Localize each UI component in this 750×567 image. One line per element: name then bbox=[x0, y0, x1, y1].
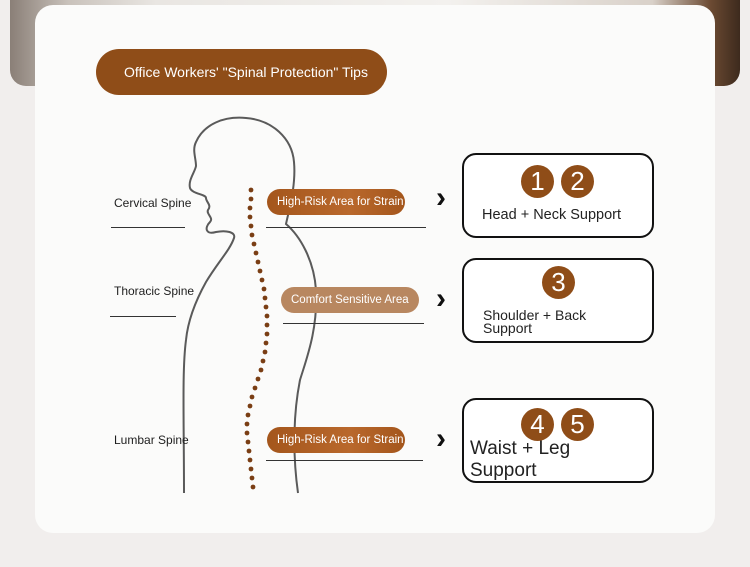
lumbar-area-pill: High-Risk Area for Strain bbox=[267, 427, 405, 453]
number-badge-1: 1 bbox=[521, 165, 554, 198]
waist-leg-support-text: Waist + Leg Support bbox=[470, 438, 571, 481]
lumbar-area-rule bbox=[266, 460, 423, 461]
chevron-right-icon: › bbox=[436, 282, 446, 315]
number-badge-4: 4 bbox=[521, 408, 554, 441]
lumbar-spine-label: Lumbar Spine bbox=[114, 433, 189, 447]
chevron-right-icon: › bbox=[436, 181, 446, 214]
head-neck-support-text: Head + Neck Support bbox=[482, 207, 622, 223]
cervical-area-pill: High-Risk Area for Strain bbox=[267, 189, 405, 215]
number-badge-2: 2 bbox=[561, 165, 594, 198]
page-title: Office Workers' "Spinal Protection" Tips bbox=[96, 49, 387, 95]
chevron-right-icon: › bbox=[436, 422, 446, 455]
head-neck-support-box bbox=[462, 153, 654, 238]
waist-leg-support-box bbox=[462, 398, 654, 483]
number-badge-5: 5 bbox=[561, 408, 594, 441]
shoulder-back-support-text: Shoulder + Back Support bbox=[483, 307, 587, 336]
thoracic-area-pill: Comfort Sensitive Area bbox=[281, 287, 419, 313]
cervical-label-rule bbox=[111, 227, 185, 228]
thoracic-label-rule bbox=[110, 316, 176, 317]
number-badge-3: 3 bbox=[542, 266, 575, 299]
cervical-area-rule bbox=[266, 227, 426, 228]
body-outline-icon bbox=[182, 116, 318, 494]
cervical-spine-label: Cervical Spine bbox=[114, 196, 192, 210]
thoracic-spine-label: Thoracic Spine bbox=[114, 284, 195, 298]
spine-dots bbox=[244, 187, 270, 490]
thoracic-area-rule bbox=[283, 323, 424, 324]
